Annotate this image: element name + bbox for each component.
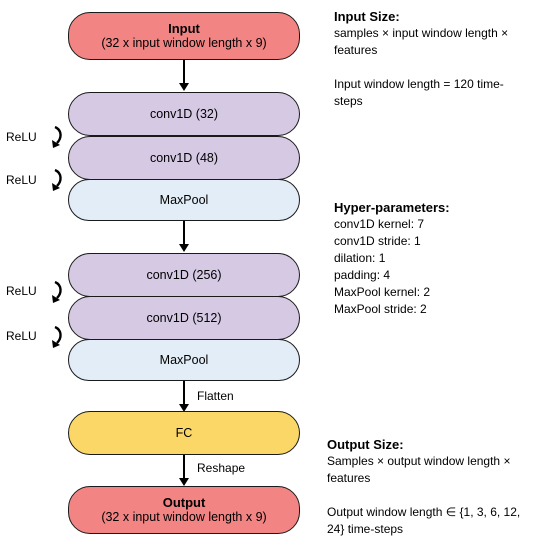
connector-input-conv [183, 60, 185, 84]
conv1d-256-node: conv1D (256) [68, 253, 300, 297]
output-window-note: Output window length ∈ {1, 3, 6, 12, [327, 505, 521, 519]
output-window-note: 24} time-steps [327, 522, 404, 536]
hyperparameter-item: conv1D stride: 1 [334, 234, 421, 248]
relu-label-3: ReLU [6, 284, 37, 298]
relu-arrow-icon [52, 125, 62, 148]
relu-arrow-icon [52, 325, 62, 348]
arrowhead-pool2-fc [179, 404, 189, 412]
input-size-line: features [334, 43, 378, 57]
arrowhead-pool1-conv3 [179, 244, 189, 252]
output-size-heading: Output Size: [327, 437, 404, 452]
relu-label-2: ReLU [6, 173, 37, 187]
relu-label-4: ReLU [6, 329, 37, 343]
input-node: Input (32 x input window length x 9) [68, 12, 300, 60]
reshape-label: Reshape [197, 461, 246, 475]
input-size-line: samples × input window length × [334, 26, 509, 40]
input-window-note: steps [334, 94, 363, 108]
fc-node: FC [68, 411, 300, 455]
arrowhead-fc-output [179, 478, 189, 486]
output-size-line: features [327, 471, 371, 485]
connector-pool2-fc [183, 381, 185, 405]
output-node-title: Output [162, 495, 206, 510]
conv1d-512-node: conv1D (512) [68, 296, 300, 340]
conv1d-48-node: conv1D (48) [68, 136, 300, 180]
hyperparameter-item: padding: 4 [334, 268, 391, 282]
relu-arrow-icon [52, 168, 62, 191]
input-size-heading: Input Size: [334, 9, 400, 24]
connector-fc-output [183, 455, 185, 479]
hyperparameter-item: MaxPool kernel: 2 [334, 285, 431, 299]
maxpool-2-node: MaxPool [68, 339, 300, 381]
input-node-title: Input [168, 21, 200, 36]
output-node-shape: (32 x input window length x 9) [101, 510, 267, 524]
conv1d-32-node: conv1D (32) [68, 92, 300, 136]
input-window-note: Input window length = 120 time- [334, 77, 504, 91]
hyperparameter-item: MaxPool stride: 2 [334, 302, 427, 316]
input-size-panel: Input Size: samples × input window lengt… [334, 8, 508, 110]
hyperparameter-item: dilation: 1 [334, 251, 386, 265]
maxpool-1-node: MaxPool [68, 179, 300, 221]
arrowhead-input-conv [179, 83, 189, 91]
output-node: Output (32 x input window length x 9) [68, 486, 300, 534]
output-size-line: Samples × output window length × [327, 454, 511, 468]
input-node-shape: (32 x input window length x 9) [101, 36, 267, 50]
relu-arrow-icon [52, 280, 62, 303]
hyperparameters-panel: Hyper-parameters: conv1D kernel: 7 conv1… [334, 199, 450, 318]
output-size-panel: Output Size: Samples × output window len… [327, 436, 520, 538]
hyperparameters-heading: Hyper-parameters: [334, 200, 450, 215]
connector-pool1-conv3 [183, 221, 185, 245]
flatten-label: Flatten [197, 389, 234, 403]
relu-label-1: ReLU [6, 130, 37, 144]
hyperparameter-item: conv1D kernel: 7 [334, 217, 425, 231]
